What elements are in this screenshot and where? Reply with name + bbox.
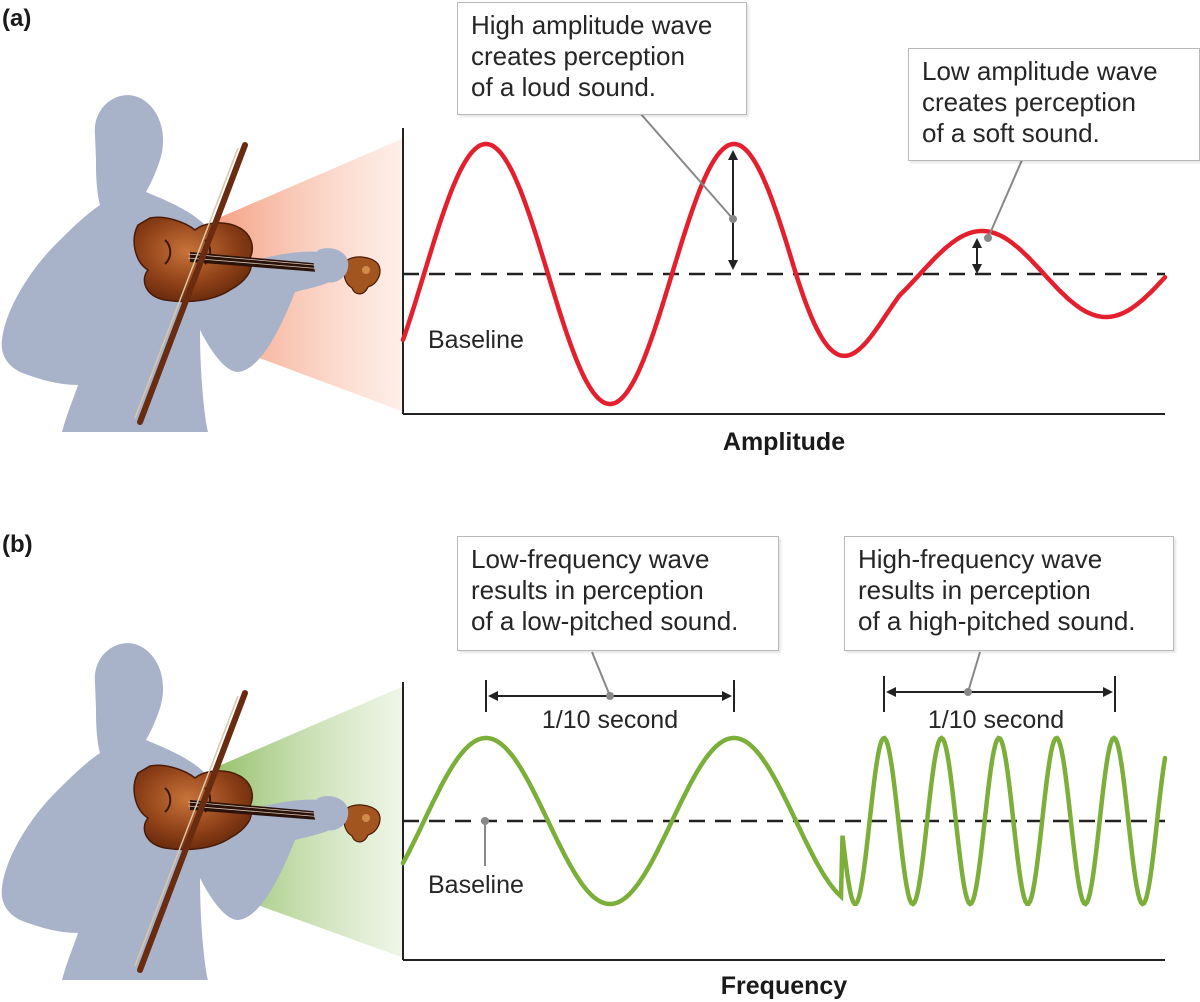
interval-low-label: 1/10 second xyxy=(541,706,679,734)
high-callout-dot xyxy=(729,215,737,223)
callout-high-amplitude: High amplitude wave creates perception o… xyxy=(457,2,747,115)
callout-high-line-2: creates perception xyxy=(471,41,685,71)
amplitude-wave xyxy=(400,141,1168,407)
panel-b-label: (b) xyxy=(2,531,33,558)
low-callout-leader xyxy=(987,159,1023,239)
high-callout-leader xyxy=(639,112,734,220)
callout-high-freq-line-2: results in perception xyxy=(858,575,1091,605)
callout-low-freq-line-2: results in perception xyxy=(471,575,704,605)
callout-high-line-3: of a loud sound. xyxy=(471,72,657,102)
callout-low-line-2: creates perception xyxy=(922,87,1136,117)
baseline-label-b: Baseline xyxy=(428,871,524,899)
axis-title-frequency: Frequency xyxy=(720,972,848,1000)
callout-high-freq-line-3: of a high-pitched sound. xyxy=(858,606,1136,636)
panel-a: (a) xyxy=(2,5,1168,432)
callout-high-line-1: High amplitude wave xyxy=(471,10,713,40)
frequency-wave xyxy=(400,735,1168,907)
panel-b: (b) xyxy=(2,531,1168,980)
callout-low-frequency: Low-frequency wave results in perception… xyxy=(457,536,779,651)
axis-title-amplitude: Amplitude xyxy=(722,428,846,456)
callout-low-line-3: of a soft sound. xyxy=(922,118,1100,148)
baseline-label-a: Baseline xyxy=(428,326,524,354)
callout-low-amplitude: Low amplitude wave creates perception of… xyxy=(908,48,1200,161)
callout-high-freq-line-1: High-frequency wave xyxy=(858,544,1103,574)
interval-high-marker xyxy=(883,676,1116,712)
callout-low-freq-line-3: of a low-pitched sound. xyxy=(471,606,739,636)
high-freq-dot xyxy=(964,688,972,696)
low-callout-dot xyxy=(984,234,992,242)
violinist-figure-b xyxy=(2,643,380,980)
low-freq-leader xyxy=(591,651,611,697)
callout-low-freq-line-1: Low-frequency wave xyxy=(471,544,710,574)
callout-high-frequency: High-frequency wave results in perceptio… xyxy=(844,536,1174,651)
low-freq-dot xyxy=(606,692,614,700)
baseline-b-dot xyxy=(481,817,489,825)
high-freq-leader xyxy=(967,651,981,693)
interval-high-label: 1/10 second xyxy=(927,706,1065,734)
panel-a-label: (a) xyxy=(2,5,31,32)
callout-low-line-1: Low amplitude wave xyxy=(922,56,1158,86)
